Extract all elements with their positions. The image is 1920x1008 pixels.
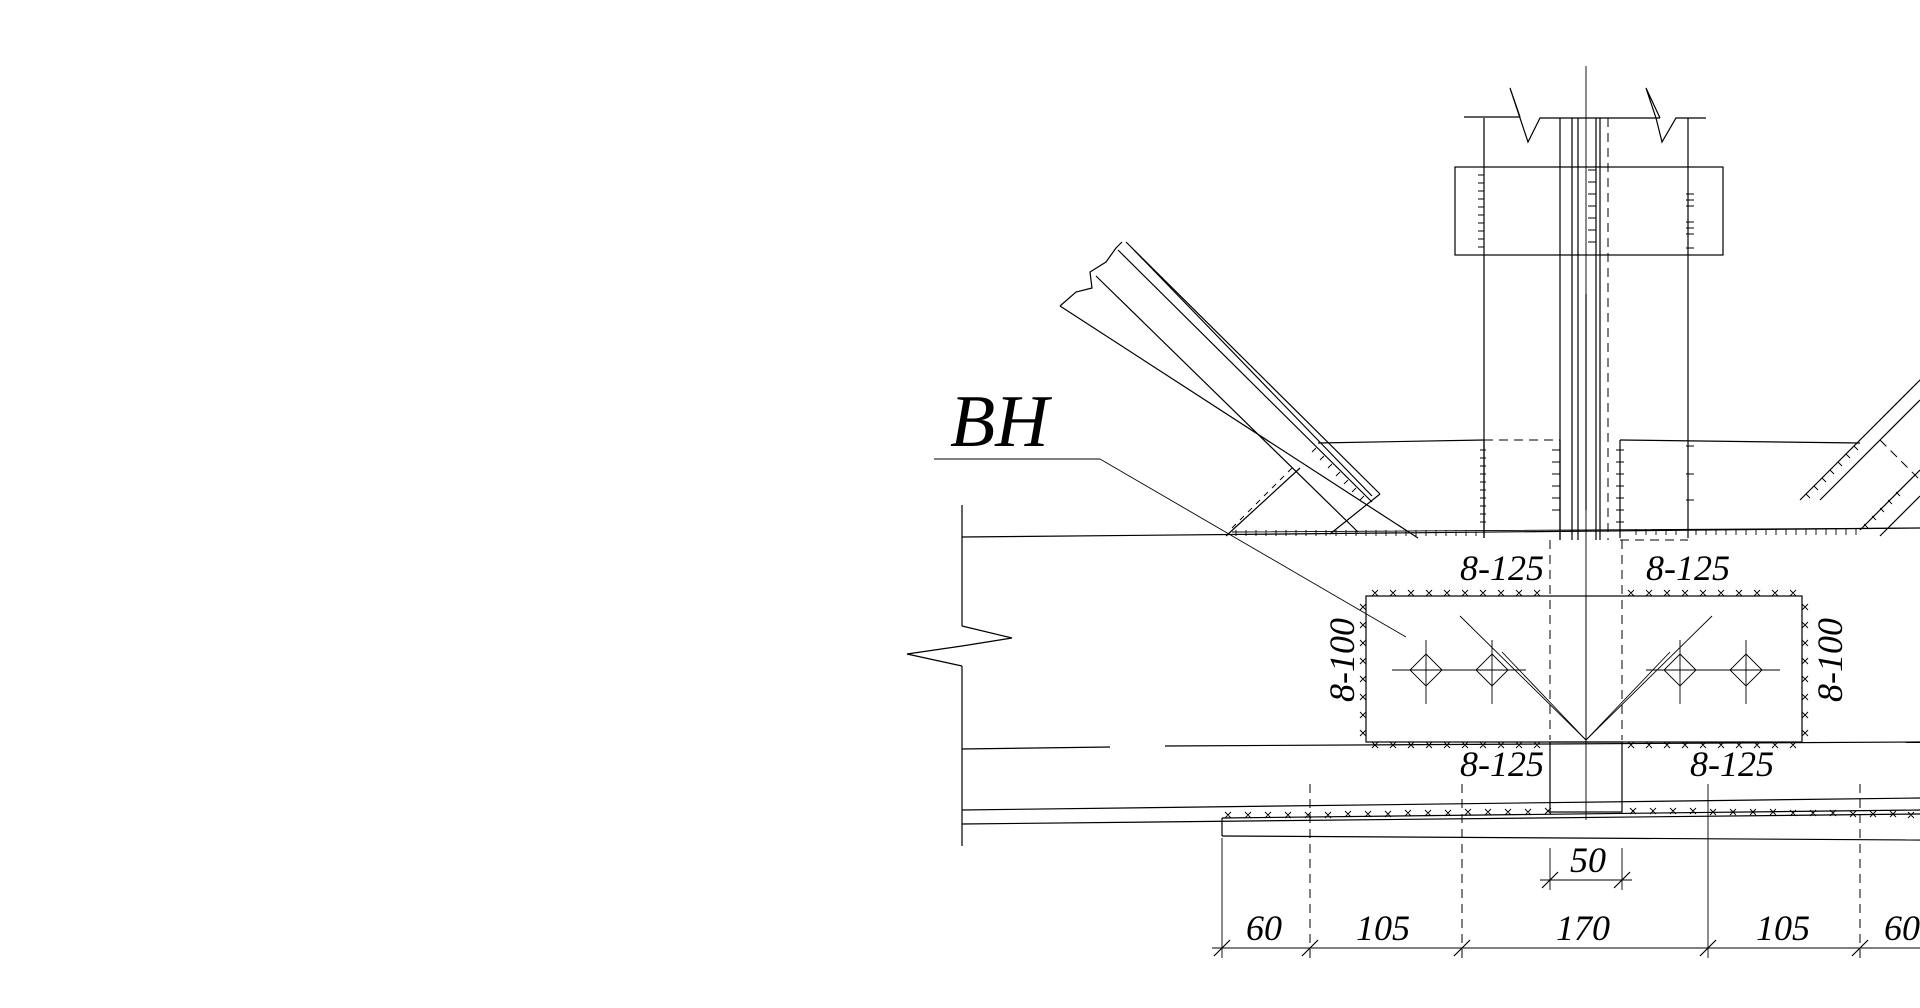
dim-5: 60 <box>1884 908 1920 948</box>
post-splice-plate <box>1454 166 1724 256</box>
weld-label-top-right: 8-125 <box>1646 548 1730 588</box>
bolt <box>1646 640 1714 704</box>
bolt <box>1458 640 1526 704</box>
weld-label-bottom-right: 8-125 <box>1690 744 1774 784</box>
weld-label-side-left: 8-100 <box>1322 618 1362 702</box>
diagonal-brace-right <box>1799 379 1920 537</box>
diagonal-brace-left <box>1059 241 1419 539</box>
filler-plate <box>1549 741 1623 813</box>
vertical-post <box>1464 66 1706 820</box>
bolt <box>1392 640 1460 704</box>
dim-3: 170 <box>1556 908 1610 948</box>
bottom-splice-plate <box>1221 807 1920 841</box>
bolt-group <box>1392 640 1780 704</box>
weld-label-side-right: 8-100 <box>1810 618 1850 702</box>
mark-leader <box>934 458 1407 638</box>
dim-4: 105 <box>1756 908 1810 948</box>
bolt <box>1712 640 1780 704</box>
top-flange-weld <box>1231 527 1920 536</box>
weld-label-top-left: 8-125 <box>1460 548 1544 588</box>
weld-label-bottom-left: 8-125 <box>1460 744 1544 784</box>
mark-label: BH <box>950 381 1052 463</box>
beam-break-left <box>906 505 1013 846</box>
main-beam <box>961 527 1920 825</box>
gusset-plate <box>1317 439 1861 541</box>
bolted-splice-plate <box>1359 540 1809 749</box>
dimension-lines <box>1212 784 1920 958</box>
dim-2: 105 <box>1356 908 1410 948</box>
dim-gap: 50 <box>1570 840 1606 880</box>
dim-1: 60 <box>1246 908 1282 948</box>
